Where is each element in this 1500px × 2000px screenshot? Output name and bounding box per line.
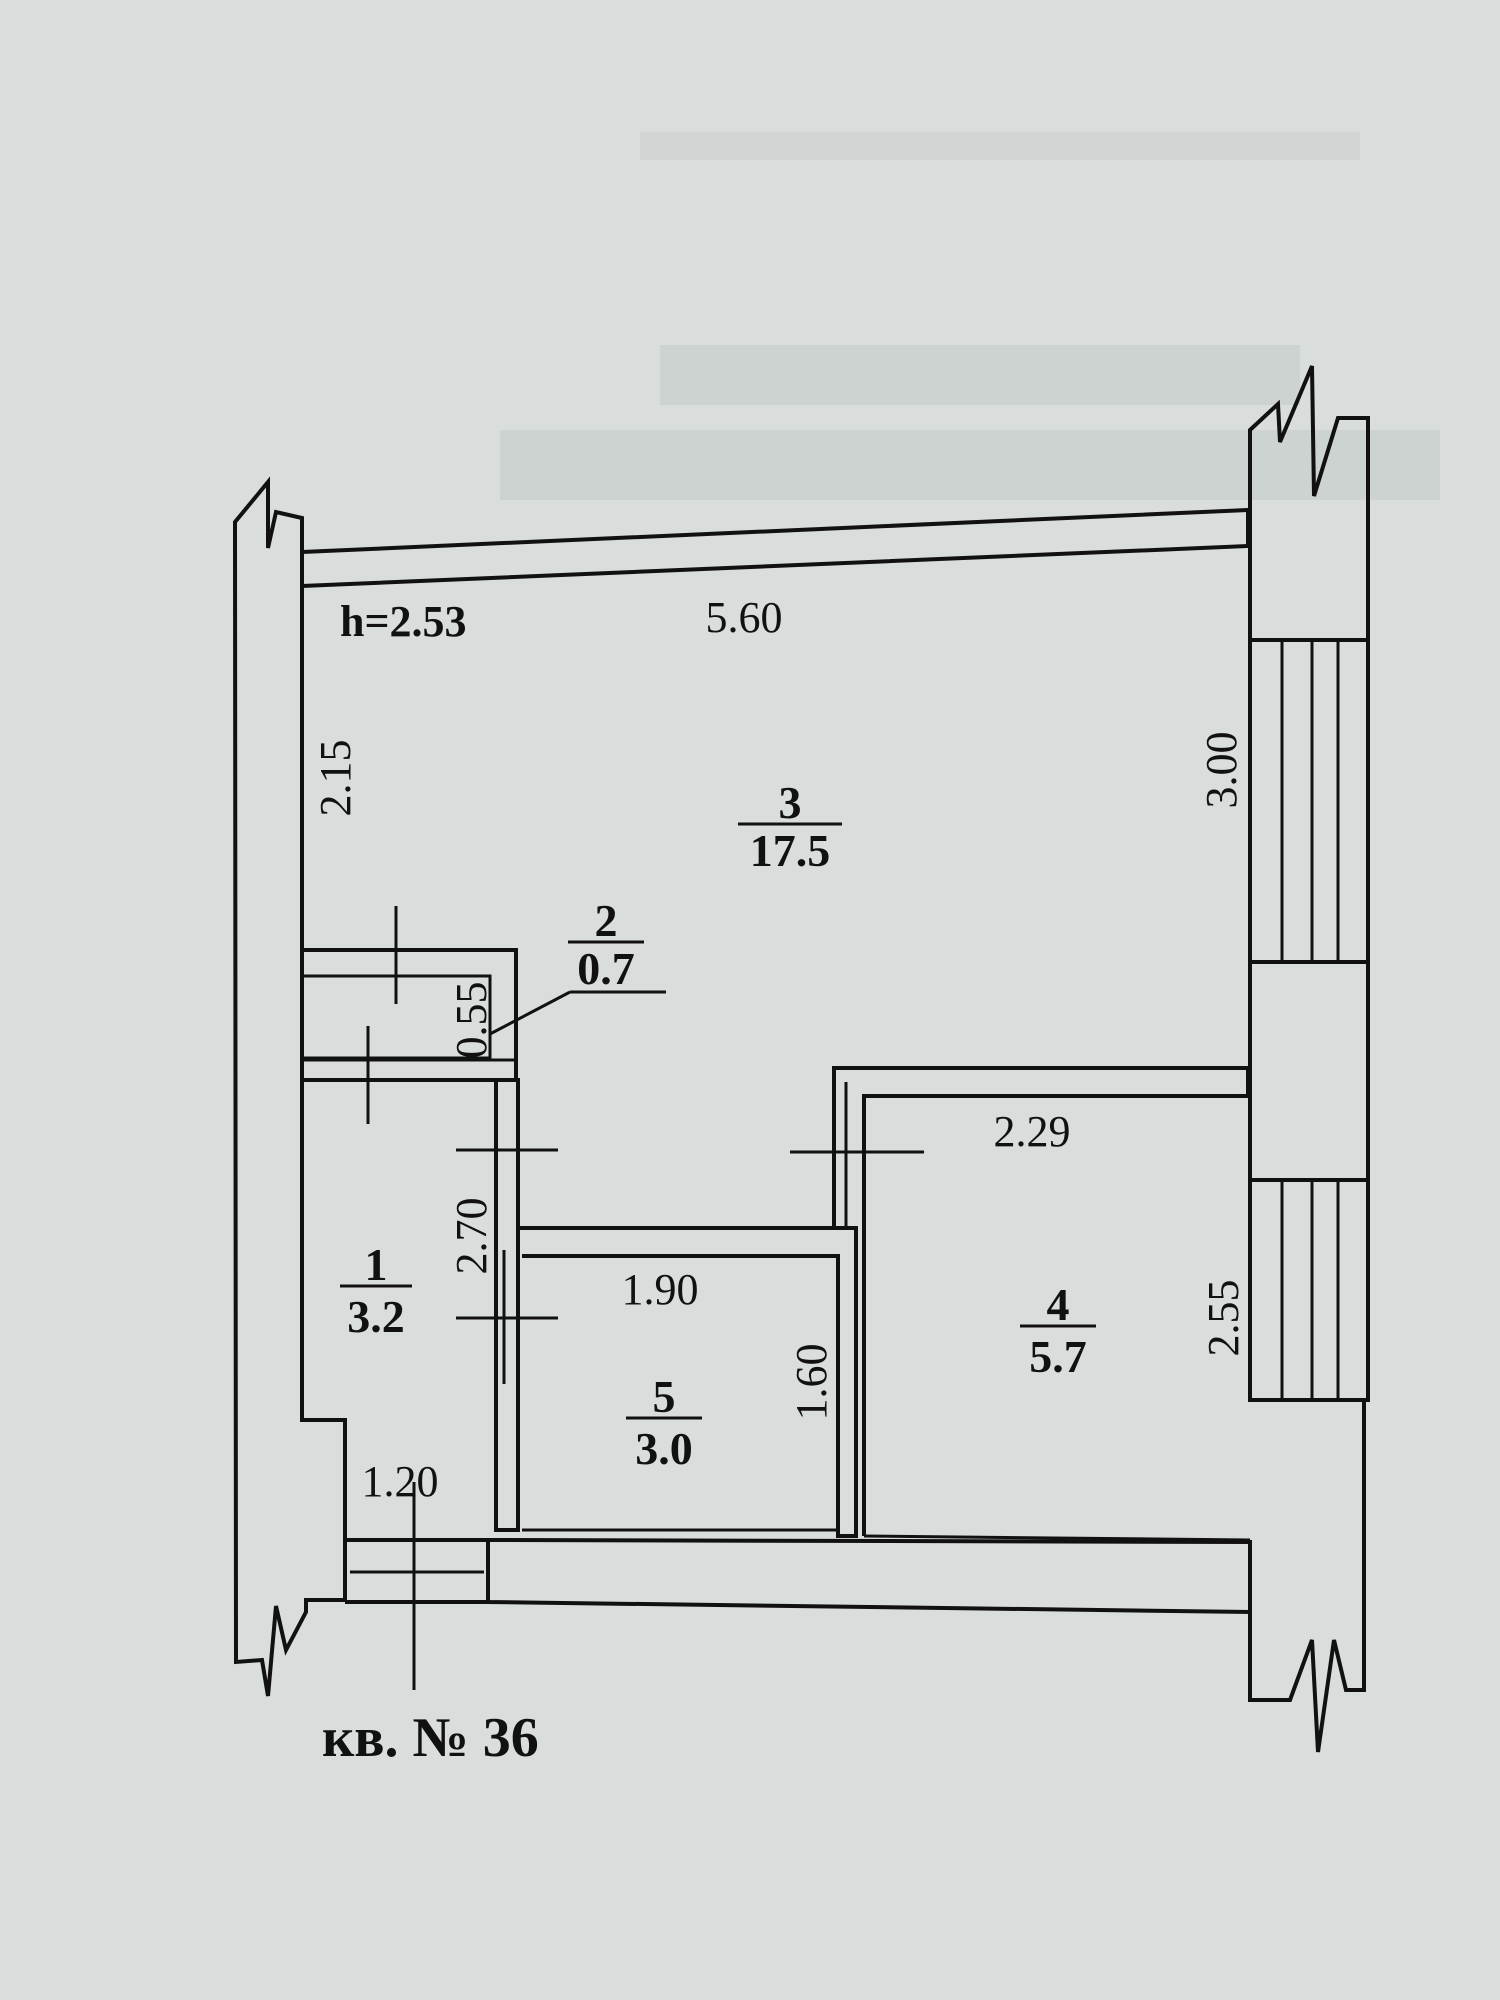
room-2-label: 2 0.7: [568, 895, 644, 994]
right-wall-pier: [1248, 960, 1370, 1182]
room-2-leader: [489, 990, 666, 1036]
room-4-walls: [790, 1066, 1251, 1542]
ceiling-height: h=2.53: [340, 597, 467, 646]
svg-text:5: 5: [653, 1371, 676, 1422]
right-wall-upper: [1248, 365, 1370, 642]
closet-room-2: [302, 906, 518, 1124]
svg-text:5.7: 5.7: [1029, 1331, 1087, 1382]
dim-top-width: 5.60: [706, 593, 783, 642]
svg-text:4: 4: [1047, 1279, 1070, 1330]
left-outer-wall: [232, 476, 347, 1697]
room-5-label: 5 3.0: [626, 1371, 702, 1474]
svg-text:1: 1: [365, 1239, 388, 1290]
dim-room4-width: 2.29: [994, 1107, 1071, 1156]
svg-text:17.5: 17.5: [750, 825, 831, 876]
svg-text:2: 2: [595, 895, 618, 946]
svg-text:3.0: 3.0: [635, 1423, 693, 1474]
room-4-label: 4 5.7: [1020, 1279, 1096, 1382]
apartment-label: кв. № 36: [322, 1707, 539, 1769]
dim-room5-width: 1.90: [622, 1265, 699, 1314]
dim-room4-length: 2.55: [1199, 1280, 1248, 1357]
svg-text:0.7: 0.7: [577, 943, 635, 994]
right-wall-lower: [1248, 1398, 1366, 1753]
dim-left-upper: 2.15: [311, 740, 360, 817]
room-3-label: 3 17.5: [738, 777, 842, 876]
top-outer-wall: [301, 507, 1250, 588]
corridor-partition: [456, 1078, 558, 1532]
window-lower: [1248, 1178, 1370, 1402]
entry-door: [345, 1538, 490, 1604]
show-through-marks: [500, 132, 1440, 500]
room-1-label: 1 3.2: [340, 1239, 412, 1342]
room-5-walls: [518, 1226, 858, 1538]
dim-right-upper: 3.00: [1197, 732, 1246, 809]
dim-corridor-length: 2.70: [447, 1198, 496, 1275]
dim-room5-length: 1.60: [787, 1344, 836, 1421]
dim-closet-depth: 0.55: [447, 982, 496, 1059]
window-upper: [1248, 638, 1370, 964]
bottom-outer-wall: [486, 1537, 1252, 1615]
svg-text:3: 3: [779, 777, 802, 828]
svg-text:3.2: 3.2: [347, 1291, 405, 1342]
dim-entry-width: 1.20: [362, 1457, 439, 1506]
